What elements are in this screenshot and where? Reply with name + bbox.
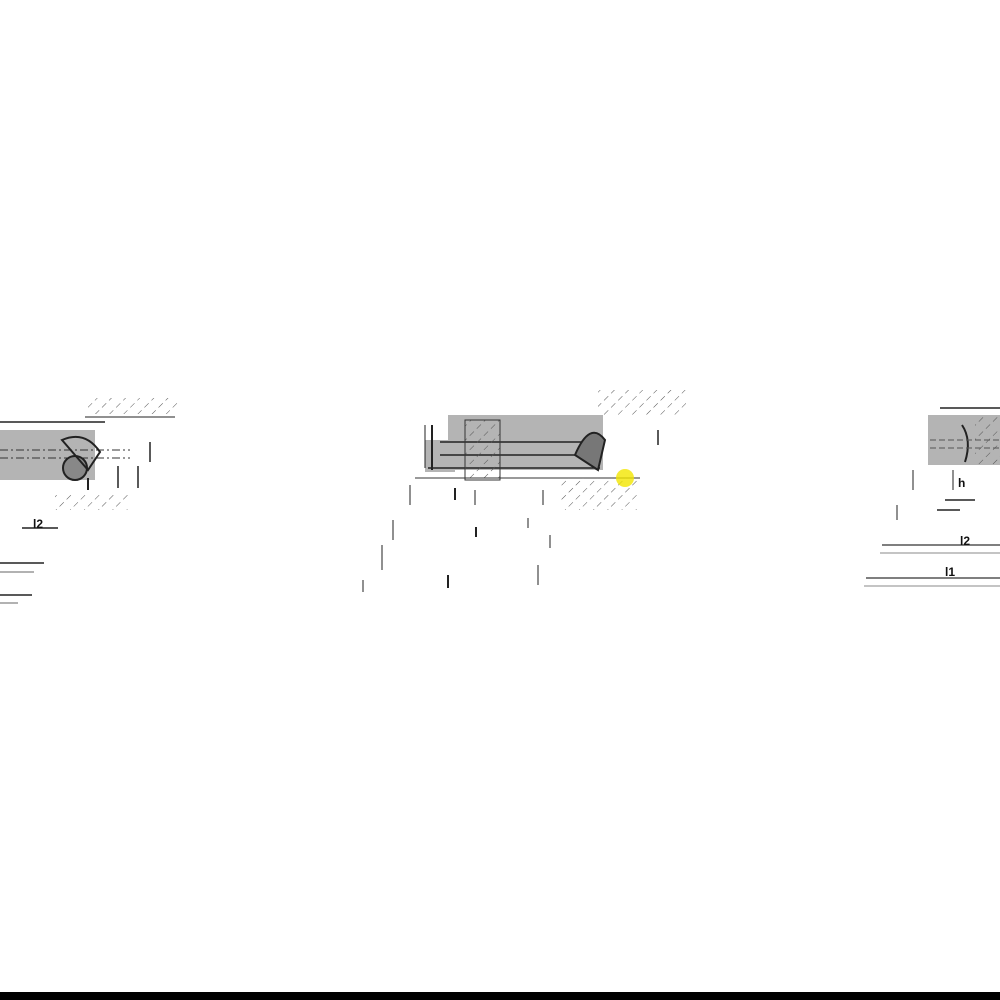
dimension-label-l2: l2 (960, 534, 970, 548)
dimension-label-h: h (958, 476, 965, 490)
right-view: h l2 l1 (864, 407, 1000, 587)
cutter-section (464, 419, 501, 481)
dimension-label-l1: l1 (945, 565, 955, 579)
hatched-surface-bottom (55, 495, 130, 510)
cutter-icon (62, 455, 88, 481)
center-view (362, 390, 686, 592)
hatched-surface-top (88, 398, 178, 414)
hatched-surface-top (598, 390, 686, 415)
dimension-label-l2: l2 (33, 517, 43, 531)
left-view: l2 (0, 398, 178, 604)
bottom-bar (0, 992, 1000, 1000)
highlight-marker (616, 469, 634, 487)
